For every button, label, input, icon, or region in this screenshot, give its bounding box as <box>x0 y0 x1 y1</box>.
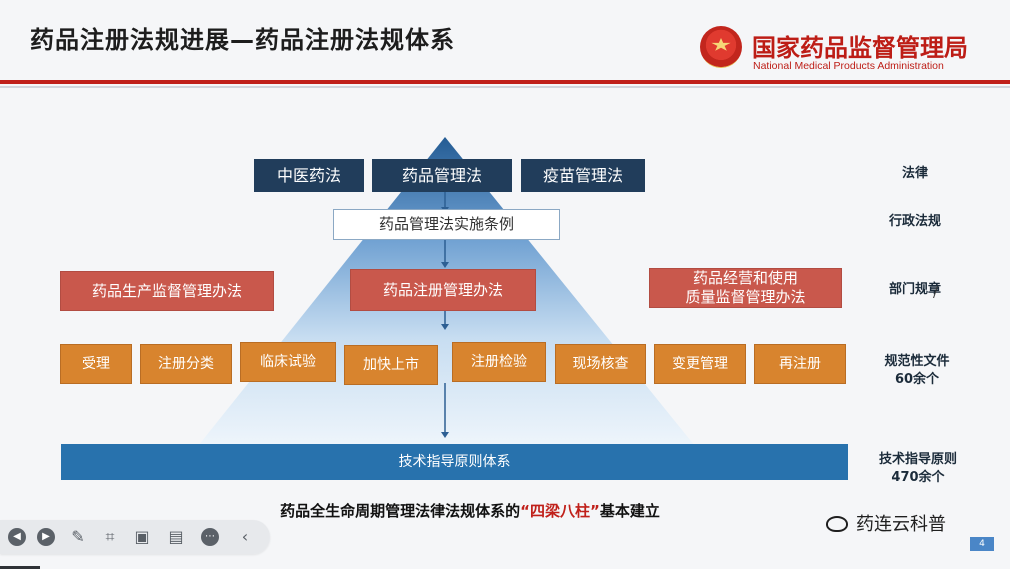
level-label-department-rules: 部门规章 <box>888 282 941 297</box>
normative-docs-label-line-2: 60余个 <box>894 372 940 387</box>
camera-icon[interactable]: ▣ <box>134 527 150 546</box>
caption-highlight: “四梁八柱” <box>520 502 600 520</box>
normative-doc-clinical-trial: 临床试验 <box>240 342 336 382</box>
administrative-regulation: 药品管理法实施条例 <box>333 209 560 240</box>
rule-distribution-line-2: 质量监督管理办法 <box>685 288 806 306</box>
wechat-watermark: 药连云科普 <box>826 510 946 536</box>
previous-slide-icon[interactable]: ◀ <box>8 528 26 546</box>
header-gray-rule <box>0 86 1010 88</box>
next-slide-icon[interactable]: ▶ <box>37 528 55 546</box>
presentation-toolbar: ◀ ▶ ✎ ⌗ ▣ ▤ ⋯ ‹ <box>0 520 270 554</box>
nmpa-brand: 国家药品监督管理局 National Medical Products Admi… <box>700 24 1000 82</box>
law-drug-administration: 药品管理法 <box>372 159 512 192</box>
wechat-icon <box>826 516 848 532</box>
collapse-toolbar-icon[interactable]: ‹ <box>241 527 249 546</box>
normative-doc-expedited-market: 加快上市 <box>344 345 438 385</box>
rule-drug-registration-management: 药品注册管理办法 <box>350 269 536 311</box>
caption-suffix: 基本建立 <box>599 502 660 520</box>
arrowhead-4-icon <box>441 432 449 438</box>
header-red-rule <box>0 80 1010 84</box>
normative-doc-re-registration: 再注册 <box>754 344 846 384</box>
level-label-technical-guidance: 技术指导原则 470余个 <box>866 451 970 487</box>
comment-icon[interactable]: ▤ <box>168 527 184 546</box>
more-options-icon[interactable]: ⋯ <box>201 528 219 546</box>
caption-prefix: 药品全生命周期管理法律法规体系的 <box>280 502 521 520</box>
watermark-text: 药连云科普 <box>856 514 946 535</box>
level-label-law: 法律 <box>901 166 928 181</box>
arrowhead-2-icon <box>441 262 449 268</box>
rule-drug-production-supervision: 药品生产监督管理办法 <box>60 271 274 311</box>
level-label-normative-docs: 规范性文件 60余个 <box>872 353 962 389</box>
pen-icon[interactable]: ✎ <box>71 527 85 546</box>
bottom-window-tab <box>0 566 40 569</box>
national-emblem-icon <box>700 26 742 68</box>
guidance-label-line-1: 技术指导原则 <box>878 452 957 467</box>
rule-drug-distribution-use-quality: 药品经营和使用 质量监督管理办法 <box>649 268 842 308</box>
normative-doc-registration-testing: 注册检验 <box>452 342 546 382</box>
page-number: 4 <box>970 537 994 551</box>
level-label-admin-regulation: 行政法规 <box>888 214 941 229</box>
normative-docs-label-line-1: 规范性文件 <box>884 354 950 369</box>
slide-caption: 药品全生命周期管理法律法规体系的“四梁八柱”基本建立 <box>220 500 720 521</box>
brand-english-name: National Medical Products Administration <box>753 60 944 72</box>
law-vaccine-administration: 疫苗管理法 <box>521 159 645 192</box>
law-traditional-chinese-medicine: 中医药法 <box>254 159 364 192</box>
rule-distribution-line-1: 药品经营和使用 <box>692 269 798 287</box>
arrowhead-3-icon <box>441 324 449 330</box>
guidance-label-line-2: 470余个 <box>891 470 945 485</box>
slide-title: 药品注册法规进展—药品注册法规体系 <box>30 26 455 54</box>
normative-doc-site-inspection: 现场核查 <box>555 344 646 384</box>
normative-doc-registration-classification: 注册分类 <box>140 344 232 384</box>
normative-doc-change-management: 变更管理 <box>654 344 746 384</box>
brand-chinese-name: 国家药品监督管理局 <box>752 34 968 62</box>
technical-guidance-system: 技术指导原则体系 <box>61 444 848 480</box>
normative-doc-acceptance: 受理 <box>60 344 132 384</box>
screenshot-icon[interactable]: ⌗ <box>105 527 115 546</box>
